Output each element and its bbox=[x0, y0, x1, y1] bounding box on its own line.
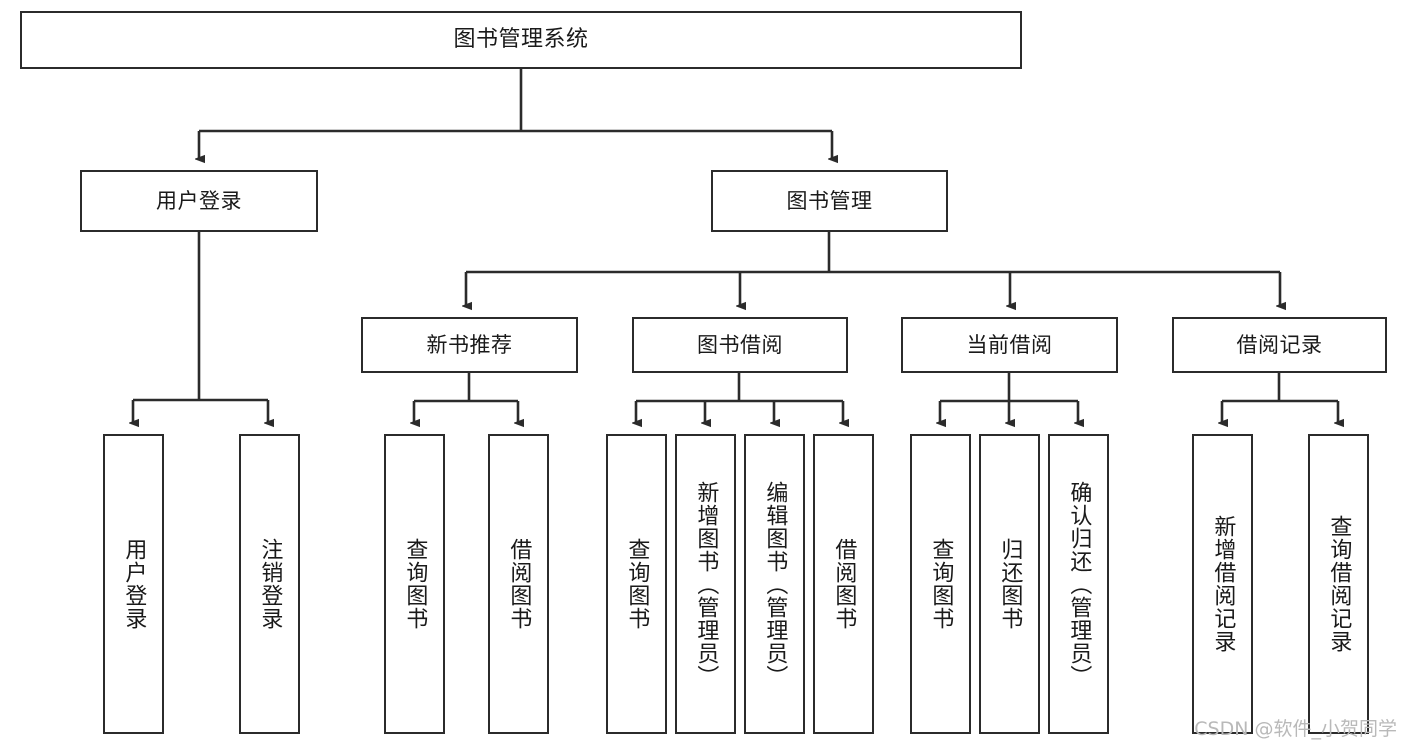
watermark-text: CSDN @软件_小贺同学 bbox=[1194, 718, 1397, 740]
node-label: 编辑图书（管理员） bbox=[762, 480, 788, 688]
node-label: 查询借阅记录 bbox=[1326, 515, 1352, 653]
leaf-logout[interactable]: 注销登录 bbox=[239, 434, 300, 734]
leaf-user-login[interactable]: 用户登录 bbox=[103, 434, 164, 734]
node-label: 新增借阅记录 bbox=[1210, 515, 1236, 653]
leaf-borrow-book[interactable]: 借阅图书 bbox=[813, 434, 874, 734]
leaf-edit-book-admin[interactable]: 编辑图书（管理员） bbox=[744, 434, 805, 734]
node-label: 新增图书（管理员） bbox=[693, 480, 719, 688]
leaf-query-book-current[interactable]: 查询图书 bbox=[910, 434, 971, 734]
node-label: 确认归还（管理员） bbox=[1066, 480, 1092, 688]
leaf-add-borrow-record[interactable]: 新增借阅记录 bbox=[1192, 434, 1253, 734]
node-label: 借阅图书 bbox=[506, 538, 532, 630]
node-borrow-record[interactable]: 借阅记录 bbox=[1172, 317, 1387, 373]
leaf-query-borrow-record[interactable]: 查询借阅记录 bbox=[1308, 434, 1369, 734]
node-label: 查询图书 bbox=[624, 538, 650, 630]
node-label: 借阅记录 bbox=[1236, 332, 1323, 357]
node-label: 借阅图书 bbox=[831, 538, 857, 630]
node-book-borrow[interactable]: 图书借阅 bbox=[632, 317, 848, 373]
node-label: 归还图书 bbox=[997, 538, 1023, 630]
node-label: 图书管理系统 bbox=[453, 27, 589, 53]
node-book-management[interactable]: 图书管理 bbox=[711, 170, 948, 232]
node-label: 用户登录 bbox=[121, 538, 147, 630]
node-label: 图书借阅 bbox=[697, 332, 783, 357]
node-new-book-recommend[interactable]: 新书推荐 bbox=[361, 317, 578, 373]
node-label: 新书推荐 bbox=[426, 332, 513, 357]
leaf-add-book-admin[interactable]: 新增图书（管理员） bbox=[675, 434, 736, 734]
leaf-return-book[interactable]: 归还图书 bbox=[979, 434, 1040, 734]
node-user-login[interactable]: 用户登录 bbox=[80, 170, 318, 232]
leaf-borrow-book-recommend[interactable]: 借阅图书 bbox=[488, 434, 549, 734]
node-current-borrow[interactable]: 当前借阅 bbox=[901, 317, 1118, 373]
leaf-query-book-recommend[interactable]: 查询图书 bbox=[384, 434, 445, 734]
leaf-confirm-return-admin[interactable]: 确认归还（管理员） bbox=[1048, 434, 1109, 734]
node-label: 查询图书 bbox=[928, 538, 954, 630]
leaf-query-book-borrow[interactable]: 查询图书 bbox=[606, 434, 667, 734]
node-label: 图书管理 bbox=[786, 188, 873, 213]
node-label: 查询图书 bbox=[402, 538, 428, 630]
node-label: 当前借阅 bbox=[966, 332, 1053, 357]
node-label: 用户登录 bbox=[156, 188, 242, 213]
node-root-system[interactable]: 图书管理系统 bbox=[20, 11, 1022, 69]
node-label: 注销登录 bbox=[257, 538, 283, 630]
